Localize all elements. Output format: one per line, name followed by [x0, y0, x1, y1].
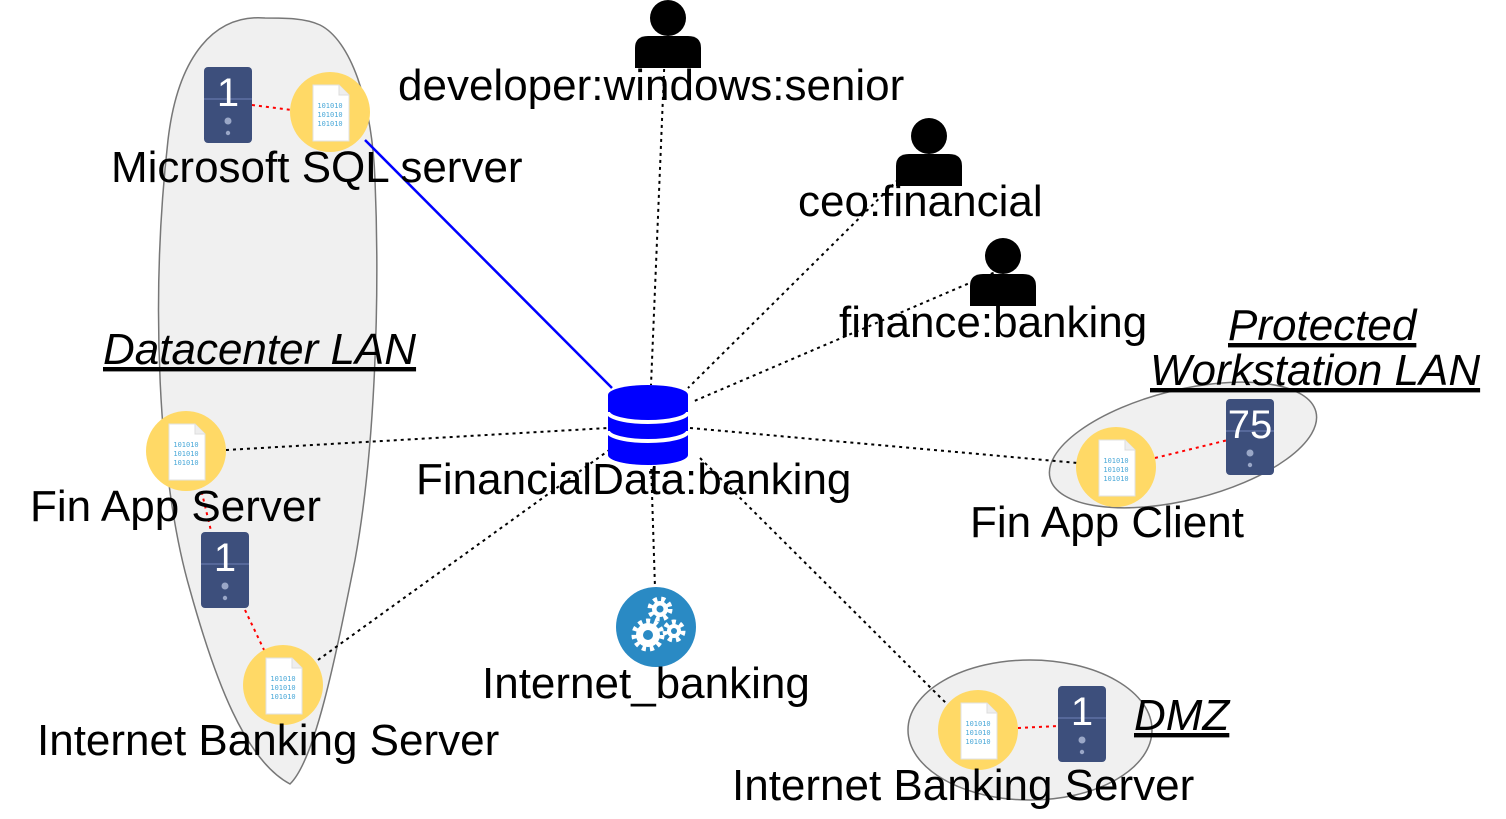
ib-server-dc-label: Internet Banking Server: [37, 716, 499, 765]
client-host-count: 75: [1228, 403, 1273, 447]
host-link-finapp: [199, 484, 213, 536]
database-icon[interactable]: [606, 385, 690, 465]
dmz-label: DMZ: [1134, 691, 1231, 740]
gears-icon[interactable]: [616, 587, 696, 667]
host-link-ib-dc: [244, 609, 266, 653]
edge-developer: [650, 47, 666, 386]
edge-sql-access: [364, 139, 613, 389]
host-link-client: [1154, 439, 1229, 459]
ceo-label: ceo:financial: [798, 177, 1043, 226]
ib-server-dmz-label: Internet Banking Server: [732, 761, 1194, 810]
protected-zone-label-line2: Workstation LAN: [1150, 346, 1480, 395]
edge-ib-server-dc: [317, 447, 613, 661]
datacenter-lan-label: Datacenter LAN: [103, 325, 416, 374]
dmz-host-count: 1: [1071, 690, 1093, 734]
file-icon[interactable]: [289, 71, 371, 153]
sql-host-count: 1: [217, 71, 239, 115]
person-icon[interactable]: [635, 0, 701, 68]
developer-label: developer:windows:senior: [398, 61, 904, 110]
person-icon[interactable]: [970, 238, 1036, 306]
edge-ceo: [687, 149, 929, 389]
finapp-host-count: 1: [214, 536, 236, 580]
file-icon[interactable]: [242, 644, 324, 726]
central-label: FinancialData:banking: [416, 455, 851, 504]
internet-banking-label: Internet_banking: [482, 659, 810, 708]
protected-zone-label-line1: Protected: [1228, 301, 1418, 350]
sql-server-label: Microsoft SQL server: [111, 143, 523, 192]
file-icon[interactable]: [937, 689, 1019, 771]
edge-finapp-client: [689, 427, 1079, 464]
file-icon[interactable]: [1075, 426, 1157, 508]
file-icon[interactable]: [145, 410, 227, 492]
person-icon[interactable]: [896, 118, 962, 186]
finapp-client-label: Fin App Client: [970, 498, 1244, 547]
edge-internet-banking: [650, 461, 656, 589]
edge-finapp-server: [225, 427, 609, 451]
finance-label: finance:banking: [839, 298, 1147, 347]
finapp-server-label: Fin App Server: [30, 482, 321, 531]
